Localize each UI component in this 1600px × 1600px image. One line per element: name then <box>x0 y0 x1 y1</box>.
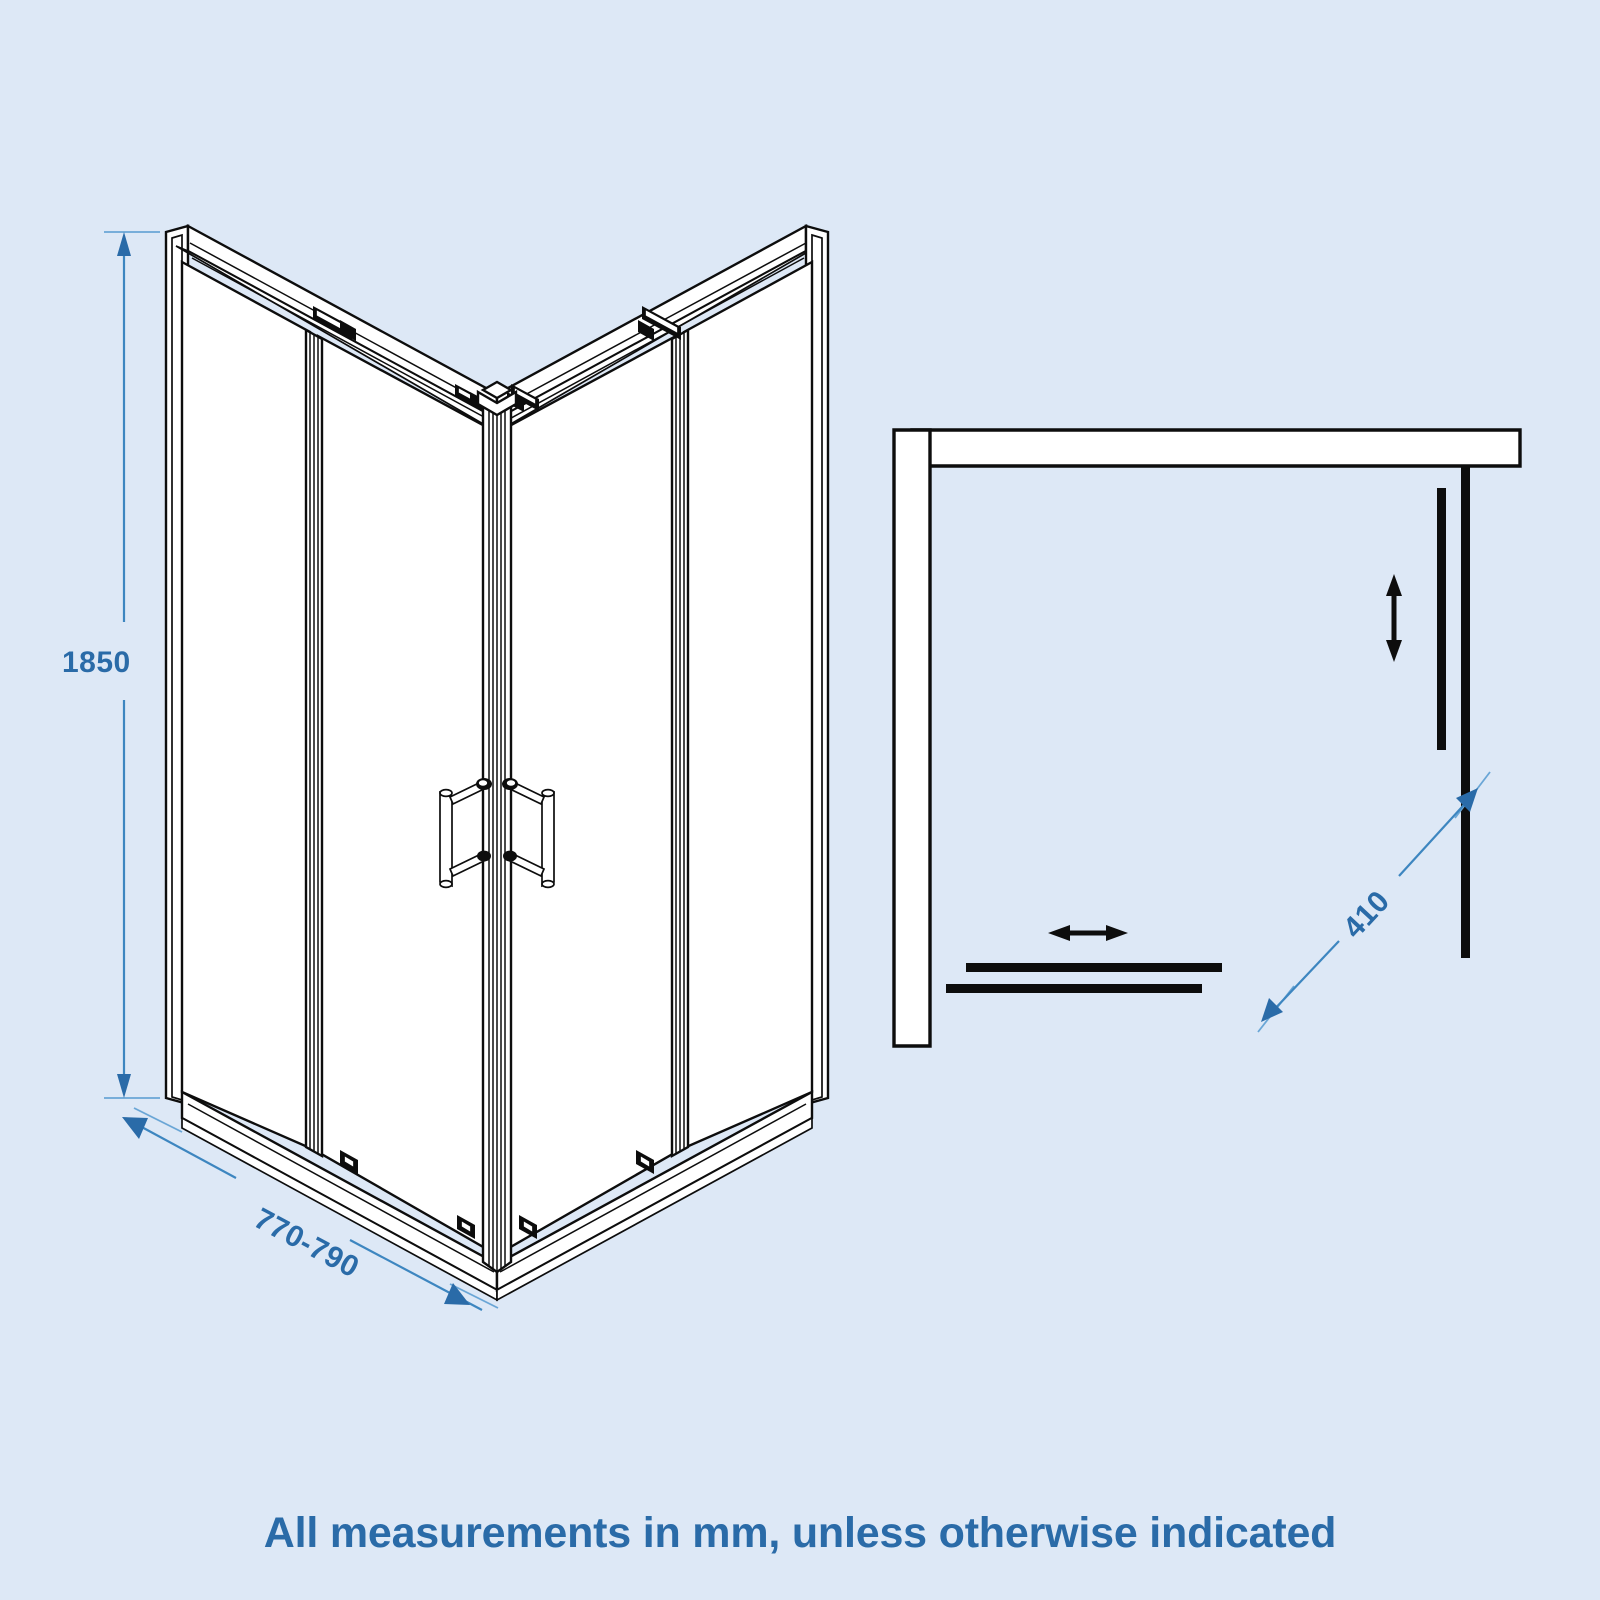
fixed-panel-left <box>180 259 312 1150</box>
left-wing-bottom-rail <box>180 1089 499 1302</box>
dimension-label-height: 1850 <box>62 646 131 679</box>
isometric-view <box>164 223 830 1302</box>
right-wing-bottom-rail <box>495 1089 814 1302</box>
bottom-guide <box>457 1215 475 1239</box>
measurements-caption: All measurements in mm, unless otherwise… <box>264 1509 1337 1557</box>
roller-bracket <box>638 306 681 341</box>
sliding-panel-horizontal-inner <box>946 984 1202 993</box>
slide-arrow-vertical <box>1386 574 1402 662</box>
wall-top <box>910 428 1522 468</box>
bottom-guide <box>340 1150 358 1174</box>
right-door-mullion <box>670 327 690 1159</box>
sliding-panel-vertical-inner-lower <box>1437 488 1446 750</box>
plan-view <box>892 428 1522 1048</box>
corner-post <box>480 380 514 1274</box>
handle-right <box>502 778 555 889</box>
slide-arrow-horizontal <box>1048 925 1128 941</box>
sliding-panel-horizontal-outer <box>966 963 1222 972</box>
left-door-mullion <box>304 327 324 1159</box>
roller-bracket <box>313 306 356 341</box>
handle-left <box>439 778 492 889</box>
bottom-guide <box>636 1150 654 1174</box>
corner-apex <box>476 389 518 417</box>
bottom-guide <box>519 1215 537 1239</box>
fixed-panel-right <box>682 259 814 1150</box>
dimension-height-1850: 1850 <box>62 231 160 1099</box>
wall-left <box>892 428 932 1048</box>
sliding-panel-vertical-outer <box>1461 466 1470 958</box>
